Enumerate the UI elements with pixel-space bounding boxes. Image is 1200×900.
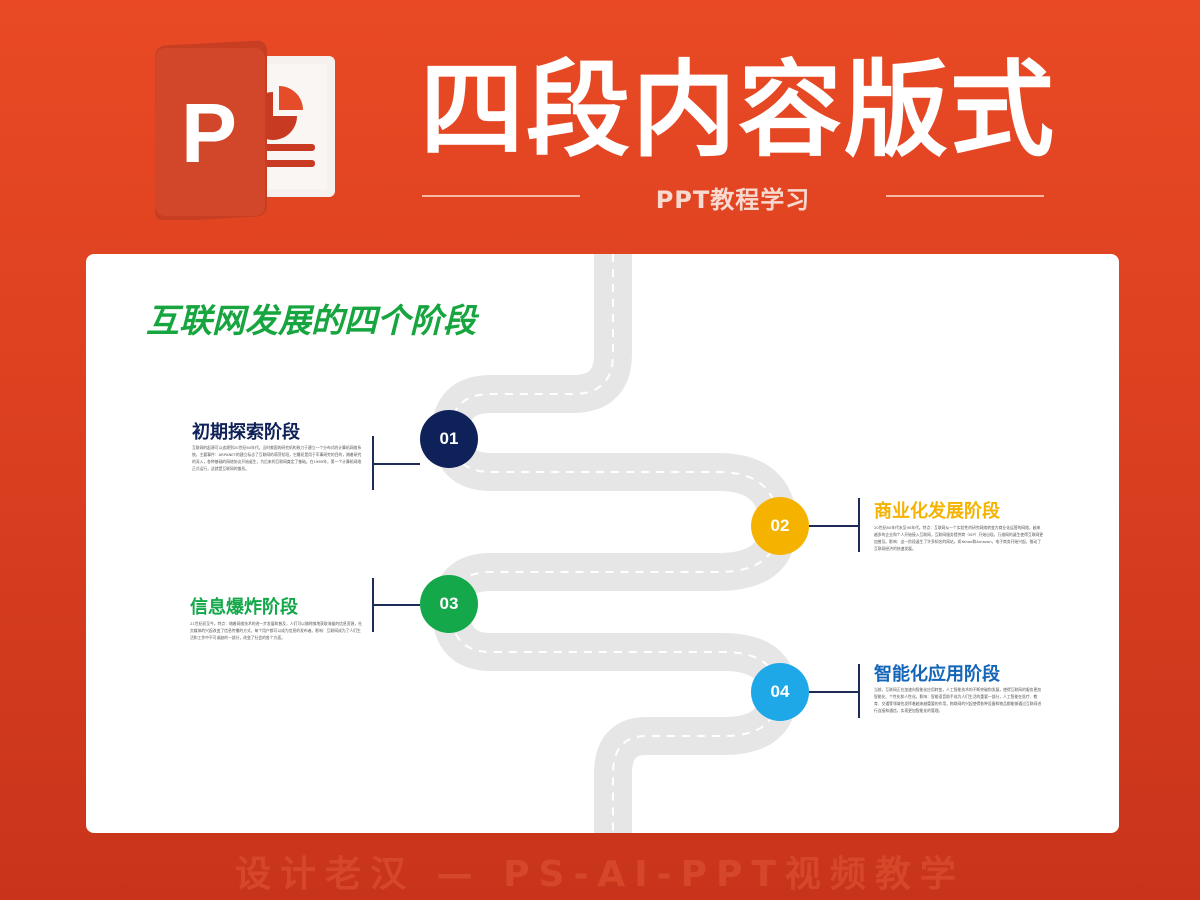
stage-desc-03: 21世纪初至今。特点：随着网络技术的进一步发展和普及，人们可以随时随地获取海量的… (190, 621, 362, 640)
subtitle-row: PPT教程学习 (422, 178, 1044, 214)
stage-title-03: 信息爆炸阶段 (190, 597, 298, 618)
stage-desc-04: 当前，互联网正在加速向智能化应用转变，人工智能技术的不断突破和发展，使得互联网的… (874, 687, 1042, 713)
stage-title-04: 智能化应用阶段 (874, 664, 1000, 685)
connector-line (373, 604, 420, 606)
stage-title-02: 商业化发展阶段 (874, 501, 1000, 522)
headline: 四段内容版式 (420, 49, 1057, 171)
connector-line (373, 463, 420, 465)
stage-badge-03: 03 (420, 575, 478, 633)
stage-bar (858, 498, 860, 552)
stage-badge-01: 01 (420, 410, 478, 468)
stage-badge-04: 04 (751, 663, 809, 721)
divider-line (886, 195, 1044, 197)
stage-bar (372, 578, 374, 632)
subtitle: PPT教程学习 (655, 186, 811, 214)
slide-card: 互联网发展的四个阶段 01 初期探索阶段 互联网的起源可以追溯到20世纪60年代… (86, 254, 1119, 833)
divider-line (422, 195, 580, 197)
stage-bar (372, 436, 374, 490)
stage-desc-02: 20世纪80年代末至90年代。特点：互联网从一个实验性的研究网络转变为商业化运营… (874, 525, 1044, 551)
logo-letter: P (181, 86, 237, 180)
stage-badge-02: 02 (751, 497, 809, 555)
stage-bar (858, 664, 860, 718)
stage-desc-01: 互联网的起源可以追溯到20世纪60年代，当时美国的研究机构致力于建立一个分布式的… (192, 445, 362, 471)
stage-title-01: 初期探索阶段 (192, 422, 300, 443)
connector-line (809, 525, 859, 527)
powerpoint-logo-icon: P (155, 40, 335, 220)
footer-watermark: 设计老汉 — PS-AI-PPT视频教学 (235, 854, 965, 895)
connector-line (809, 691, 859, 693)
slide-title: 互联网发展的四个阶段 (146, 301, 476, 340)
